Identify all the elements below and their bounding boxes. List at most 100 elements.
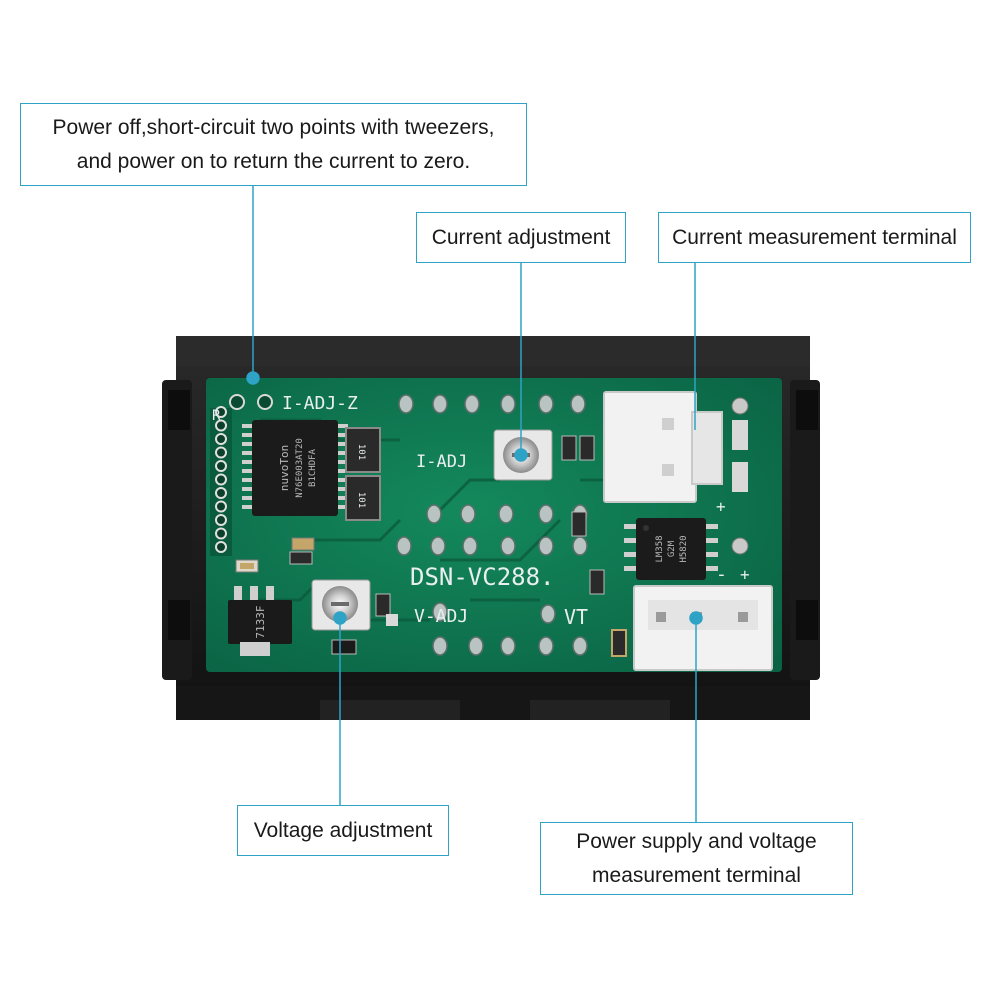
- silk-plus-bottom: +: [740, 565, 750, 584]
- opamp-code-text: G2M: [667, 540, 677, 557]
- opamp-leg: [624, 552, 638, 557]
- mcu-leg: [242, 487, 254, 491]
- leader-voltage-adj-dot: [333, 611, 347, 625]
- header-pin: [215, 487, 227, 499]
- mcu-leg: [336, 442, 348, 446]
- mcu-leg: [336, 505, 348, 509]
- solder-pad: [538, 636, 554, 656]
- solder-pad: [500, 636, 516, 656]
- mcu-brand-text: nuvoTon: [278, 445, 291, 491]
- callout-current-zero-line1: Power off,short-circuit two points with …: [52, 115, 495, 139]
- callout-current-zero: Power off,short-circuit two points with …: [20, 103, 527, 186]
- pin-column: [215, 406, 227, 553]
- mcu-leg: [242, 424, 254, 428]
- mcu-leg: [242, 433, 254, 437]
- solder-pad: [398, 394, 414, 414]
- solder-pad: [432, 394, 448, 414]
- callout-voltage-adjustment-text: Voltage adjustment: [253, 818, 433, 842]
- solder-pad: [430, 536, 446, 556]
- opamp-leg: [704, 538, 718, 543]
- solder-pad: [538, 504, 554, 524]
- silk-iadj-z: I-ADJ-Z: [282, 393, 358, 414]
- header-pin: [215, 514, 227, 526]
- mcu-leg: [242, 469, 254, 473]
- solder-pad: [540, 604, 556, 624]
- mcu-batch-text: B1CHDFA: [308, 448, 318, 487]
- header-pin: [215, 446, 227, 459]
- solder-pad: [462, 536, 478, 556]
- silk-vt: VT: [564, 605, 588, 629]
- silk-vadj: V-ADJ: [414, 606, 468, 627]
- mcu-leg: [242, 496, 254, 500]
- mcu-leg: [242, 505, 254, 509]
- header-pin: [215, 473, 227, 486]
- opamp-part-text: LM358: [655, 535, 665, 562]
- callout-voltage-adjustment: Voltage adjustment: [237, 805, 449, 856]
- solder-pad: [572, 536, 588, 556]
- solder-pad: [464, 394, 480, 414]
- callout-current-zero-line2: and power on to return the current to ze…: [76, 149, 471, 173]
- solder-pad: [426, 504, 442, 524]
- mcu-leg: [336, 451, 348, 455]
- solder-pad: [432, 636, 448, 656]
- solder-pad: [468, 636, 484, 656]
- silk-model: DSN-VC288.: [410, 563, 555, 591]
- opamp-leg: [624, 566, 638, 571]
- solder-pad: [500, 536, 516, 556]
- silkscreen-labels: I-ADJ-Z I-ADJ DSN-VC288. V-ADJ VT R + + …: [212, 393, 750, 629]
- mcu-leg: [336, 487, 348, 491]
- mcu-leg: [336, 478, 348, 482]
- solder-pad: [396, 536, 412, 556]
- mcu-leg: [242, 460, 254, 464]
- solder-pad: [432, 602, 448, 622]
- voltage-trim-pot: [311, 579, 371, 631]
- solder-pad: [572, 636, 588, 656]
- power-terminal-connector: [633, 585, 773, 671]
- silk-minus: -: [716, 564, 727, 585]
- solder-pad: [500, 394, 516, 414]
- mcu-part-text: N76E003AT20: [295, 438, 305, 498]
- leader-power-dot: [689, 611, 703, 625]
- current-terminal-connector: [603, 391, 749, 555]
- header-pin: [215, 527, 227, 540]
- mcu-leg: [336, 469, 348, 473]
- leader-zero-dot: [246, 371, 260, 385]
- opamp-leg: [704, 552, 718, 557]
- header-pin: [215, 541, 227, 553]
- smd-components: [235, 435, 627, 657]
- solder-pad: [460, 504, 476, 524]
- res-array-a-text: 101: [356, 444, 366, 460]
- zero-short-pads: [229, 394, 273, 410]
- mcu-chip: nuvoTon N76E003AT20 B1CHDFA: [242, 420, 348, 516]
- leader-lines: [246, 186, 703, 822]
- callout-current-adjustment: Current adjustment: [416, 212, 626, 263]
- header-pin: [215, 406, 227, 418]
- mcu-leg: [336, 496, 348, 500]
- mcu-leg: [242, 451, 254, 455]
- callout-current-terminal: Current measurement terminal: [658, 212, 971, 263]
- opamp-leg: [624, 524, 638, 529]
- header-pin: [215, 419, 227, 432]
- regulator-text: 7133F: [254, 605, 267, 638]
- silk-plus-top: +: [716, 497, 726, 516]
- solder-pad: [538, 536, 554, 556]
- callout-power-terminal-line2: measurement terminal: [592, 863, 801, 887]
- opamp-leg: [704, 524, 718, 529]
- opamp-leg: [704, 566, 718, 571]
- callout-current-adjustment-text: Current adjustment: [431, 225, 611, 249]
- voltage-regulator: 7133F: [228, 586, 292, 656]
- callout-power-terminal-line1: Power supply and voltage: [576, 829, 817, 853]
- callout-current-terminal-text: Current measurement terminal: [672, 225, 957, 249]
- header-pin: [215, 433, 227, 445]
- silk-r: R: [212, 408, 221, 424]
- solder-pad: [570, 394, 586, 414]
- header-pin: [215, 500, 227, 513]
- opamp-leg: [624, 538, 638, 543]
- solder-pad: [538, 394, 554, 414]
- resistor-array-a: 101: [345, 427, 381, 473]
- callout-power-terminal: Power supply and voltage measurement ter…: [540, 822, 853, 895]
- mcu-leg: [242, 478, 254, 482]
- res-array-b-text: 101: [356, 492, 366, 508]
- resistor-array-b: 101: [345, 475, 381, 521]
